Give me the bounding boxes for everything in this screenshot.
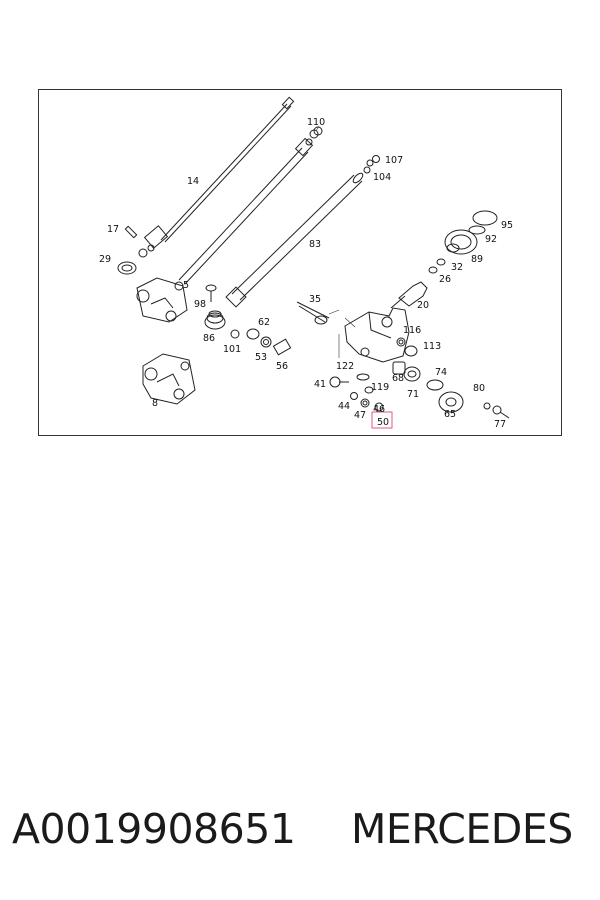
steering-gear-housing [344, 307, 410, 363]
callout-14: 14 [187, 176, 199, 187]
seal-116 [396, 337, 406, 347]
screw-98 [205, 284, 217, 302]
seal-104 [363, 166, 371, 174]
shaft-35 [296, 301, 330, 325]
exploded-view-drawing: 110 107 104 14 95 92 17 83 29 89 32 26 5… [99, 96, 513, 430]
callout-46: 46 [373, 404, 385, 415]
washer-80 [483, 402, 491, 410]
highlight-box [371, 411, 393, 429]
callout-110: 110 [307, 117, 325, 128]
cover-95 [472, 210, 498, 226]
callout-101: 101 [223, 344, 241, 355]
tube-83 [225, 172, 364, 308]
washer-119 [364, 386, 374, 394]
callout-47: 47 [354, 410, 366, 421]
pin-17 [124, 225, 138, 239]
callout-8: 8 [152, 398, 158, 409]
bushing-113 [404, 345, 418, 357]
callout-119: 119 [371, 382, 389, 393]
callout-5: 5 [183, 280, 189, 291]
end-cover-65 [438, 391, 464, 413]
callout-35: 35 [309, 294, 321, 305]
callout-122: 122 [336, 361, 354, 372]
callout-80: 80 [473, 383, 485, 394]
bolt-77 [492, 405, 510, 419]
nut-122 [356, 373, 370, 381]
ring-47 [360, 398, 370, 408]
callout-50: 50 [377, 417, 389, 428]
callout-17: 17 [107, 224, 119, 235]
shaft-14 [160, 96, 295, 243]
callout-20: 20 [417, 300, 429, 311]
shaft-5 [178, 137, 314, 285]
callout-44: 44 [338, 401, 350, 412]
leader-lines [315, 125, 356, 358]
washer-44 [350, 392, 358, 400]
gasket-74 [426, 379, 444, 391]
universal-joint [138, 225, 169, 258]
callout-104: 104 [373, 172, 391, 183]
ring-107 [366, 155, 380, 167]
callout-32: 32 [451, 262, 463, 273]
parts-diagram: 110 107 104 14 95 92 17 83 29 89 32 26 5… [38, 89, 562, 436]
callout-62: 62 [258, 317, 270, 328]
callout-77: 77 [494, 419, 506, 430]
callout-86: 86 [203, 333, 215, 344]
callout-74: 74 [435, 367, 447, 378]
callout-89: 89 [471, 254, 483, 265]
housing-89 [444, 229, 478, 255]
part-number: A0019908651 [12, 805, 296, 853]
callout-68: 68 [392, 373, 404, 384]
ring-32 [436, 258, 446, 266]
caption-bar: A0019908651 MERCEDES [0, 805, 600, 861]
callout-95: 95 [501, 220, 513, 231]
callout-83: 83 [309, 239, 321, 250]
seal-92 [468, 225, 486, 235]
cover-71 [403, 366, 421, 382]
brand-name: MERCEDES [351, 805, 573, 853]
ring-53 [260, 336, 272, 348]
nut-101 [230, 329, 240, 339]
callout-56: 56 [276, 361, 288, 372]
steering-box-left [136, 277, 188, 323]
plug-56 [272, 338, 292, 356]
callout-41: 41 [314, 379, 326, 390]
callout-92: 92 [485, 234, 497, 245]
callout-labels: 110 107 104 14 95 92 17 83 29 89 32 26 5… [99, 117, 513, 430]
callout-29: 29 [99, 254, 111, 265]
callout-26: 26 [439, 274, 451, 285]
ring-26 [428, 266, 438, 274]
boot-86 [204, 310, 226, 330]
callout-116: 116 [403, 325, 421, 336]
washer-110 [309, 126, 323, 139]
seal-62 [246, 328, 260, 340]
nut-46 [374, 402, 384, 412]
pump-8 [142, 353, 196, 405]
callout-98: 98 [194, 299, 206, 310]
callout-65: 65 [444, 409, 456, 420]
callout-71: 71 [407, 389, 419, 400]
callout-53: 53 [255, 352, 267, 363]
cap-68 [392, 361, 406, 375]
screw-41 [329, 376, 349, 388]
callout-107: 107 [385, 155, 403, 166]
bearing-29 [117, 261, 137, 275]
valve-20 [390, 281, 428, 309]
callout-113: 113 [423, 341, 441, 352]
